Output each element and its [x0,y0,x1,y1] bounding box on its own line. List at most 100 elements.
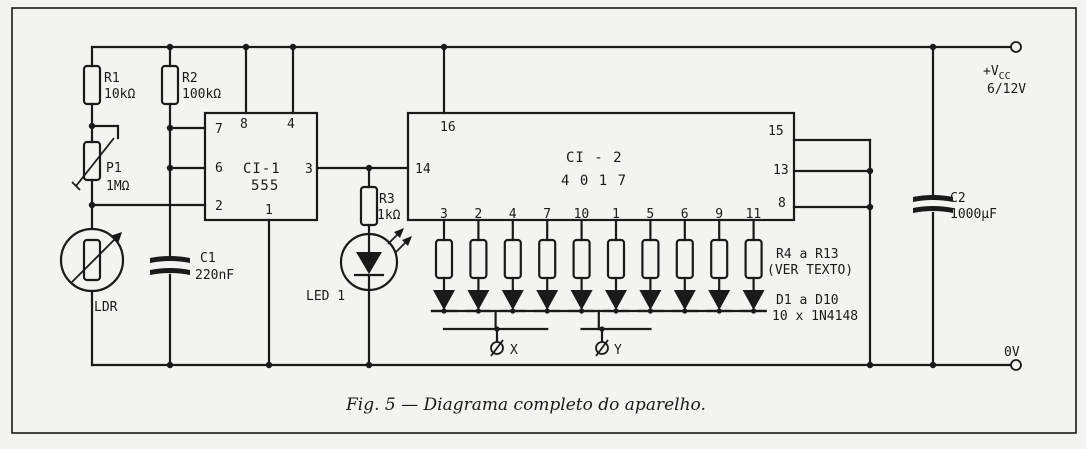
c1-name-label: C1 [200,251,216,266]
output-resistor [572,238,591,280]
output-resistor [744,238,763,280]
ic2-4017-chip [406,111,796,222]
output-diode [467,290,490,310]
r1-resistor [82,45,102,128]
ic1-pin8-label: 8 [240,117,248,132]
ic1-pin4-label: 4 [287,117,295,132]
output-column: 9 [706,207,733,314]
output-resistor [434,238,454,280]
vcc-label: +VCC [983,64,1011,82]
diode-type-label: 10 x 1N4148 [772,309,858,324]
ver-texto-label: (VER TEXTO) [767,263,853,278]
output-diode [536,290,559,310]
ic2-pin8-label: 8 [778,196,786,211]
output-column: 5 [637,207,664,314]
output-stage: 3 2 4 7 10 1 5 6 9 11 [430,207,767,357]
output-column: 11 [740,207,767,314]
c2-name-label: C2 [950,191,966,206]
ic2-name-label: CI - 2 [566,150,623,166]
output-column: 1 [602,207,630,314]
r3-value-label: 1kΩ [377,208,401,223]
ic2-output-pin-label: 1 [612,207,620,222]
ic1-pin1-label: 1 [265,203,273,218]
ic1-name-label: CI-1 [243,161,281,177]
ic2-pin13-label: 13 [773,163,789,178]
ic1-pin7-label: 7 [215,122,223,137]
r2-resistor [160,45,180,260]
d1-d10-label: D1 a D10 [776,293,839,308]
output-diode [639,290,662,310]
gnd-terminal [1010,359,1022,371]
ldr-sensor [59,203,125,367]
output-diode [501,290,524,310]
c1-value-label: 220nF [195,268,234,283]
r4-r13-label: R4 a R13 [776,247,839,262]
figure-caption: Fig. 5 — Diagrama completo do aparelho. [345,395,706,415]
supply-rails [90,45,1014,367]
vcc-range-label: 6/12V [987,82,1026,97]
ic2-output-pin-label: 4 [509,207,517,222]
c2-value-label: 1000µF [950,207,997,222]
vcc-terminal [1010,41,1022,53]
ldr-label: LDR [94,300,118,315]
zero-v-label: 0V [1004,345,1020,360]
c2-capacitor [913,45,953,367]
output-diode [742,290,765,310]
ic2-output-pin-label: 6 [681,207,689,222]
ic1-555-chip [203,111,319,222]
ic1-pin3-label: 3 [305,162,313,177]
ic1-pin2-label: 2 [215,199,223,214]
r2-value-label: 100kΩ [182,87,221,102]
r3-resistor [359,166,379,234]
test-point-x [442,309,549,357]
output-column: 10 [568,207,595,314]
ic2-pin15-label: 15 [768,124,784,139]
output-diode [708,290,731,310]
ic2-pin14-label: 14 [415,162,431,177]
output-resistor [606,238,626,280]
ic2-pin16-label: 16 [440,120,456,135]
output-resistor [710,238,729,280]
ic2-output-pin-label: 9 [715,207,723,222]
r1-value-label: 10kΩ [104,87,135,102]
ic1-type-label: 555 [251,178,279,194]
p1-name-label: P1 [106,161,122,176]
output-column: 7 [534,207,561,314]
ic2-output-pin-label: 3 [440,207,448,222]
test-point-y [580,309,652,357]
p1-potentiometer [71,124,120,207]
output-resistor [641,238,660,280]
test-point-x-label: X [510,343,518,358]
output-resistor [538,238,557,280]
output-diode [433,290,455,310]
output-diode [673,290,696,310]
output-resistor [675,238,694,280]
output-column: 6 [671,207,698,314]
ic2-output-pin-label: 11 [746,207,762,222]
output-column: 3 [430,207,458,314]
output-column: 2 [465,207,492,314]
test-point-y-label: Y [614,343,622,358]
output-diode [605,290,627,310]
ic1-pin6-label: 6 [215,161,223,176]
ic2-right-pins-to-gnd [792,138,872,367]
ic2-output-pin-label: 10 [574,207,590,222]
ic2-type-label: 4 0 1 7 [561,173,627,189]
output-resistor [469,238,488,280]
r2-name-label: R2 [182,71,198,86]
led1-diode [339,228,412,367]
r1-name-label: R1 [104,71,120,86]
output-resistor [503,238,522,280]
r3-name-label: R3 [379,192,395,207]
output-column: 4 [499,207,526,314]
ic2-output-pin-label: 7 [543,207,551,222]
output-diode [570,290,593,310]
ic2-output-pin-label: 5 [646,207,654,222]
figure-frame [11,7,1077,434]
c1-capacitor [150,256,190,367]
p1-value-label: 1MΩ [106,179,130,194]
led1-label: LED 1 [306,289,345,304]
junction-dots [88,43,937,369]
